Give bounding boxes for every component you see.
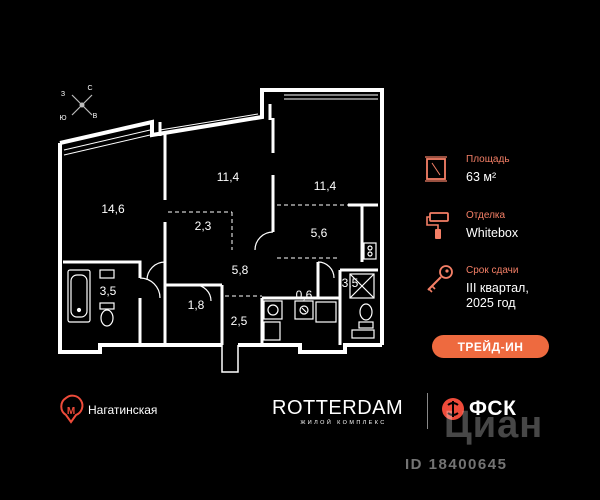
compass-south: Ю (59, 115, 66, 122)
room-area-living: 14,6 (101, 202, 125, 216)
fsk-logo: ФСК (441, 397, 516, 421)
room-area-kitchen: 5,6 (311, 226, 328, 240)
key-icon (427, 265, 453, 293)
fsk-logo-mark-icon (442, 398, 464, 420)
paint-roller-icon (426, 212, 449, 239)
finish-value: Whitebox (466, 226, 519, 240)
window-rails (63, 94, 378, 156)
deadline-line2: 2025 год (466, 296, 516, 310)
rotterdam-logo-word: ROTTERDAM (272, 397, 404, 419)
room-area-hall: 5,8 (232, 263, 249, 277)
finish-caption: Отделка (466, 210, 506, 221)
room-area-bedroom-right: 11,4 (314, 179, 337, 193)
bath-fixtures (67, 242, 377, 341)
fsk-logo-text: ФСК (469, 397, 517, 420)
room-area-bedroom-middle: 11,4 (217, 170, 240, 184)
compass: С З Ю В (59, 85, 97, 122)
listing-id-watermark: ID 18400645 (405, 456, 508, 473)
room-area-storage: 1,8 (188, 298, 205, 312)
area-icon (425, 156, 447, 182)
area-value: 63 м² (466, 170, 497, 184)
room-area-bathroom-right: 3,5 (342, 276, 359, 290)
deadline-caption: Срок сдачи (466, 265, 519, 276)
rotterdam-logo-subtitle: ЖИЛОЙ КОМПЛЕКС (300, 420, 387, 426)
logo-divider (427, 393, 428, 429)
compass-north: С (87, 85, 92, 92)
zone-dashes (168, 204, 348, 297)
compass-west: З (61, 91, 65, 98)
room-area-laundry: 0,6 (296, 288, 313, 302)
rotterdam-logo: ROTTERDAM ЖИЛОЙ КОМПЛЕКС (272, 398, 415, 426)
compass-east: В (93, 113, 98, 120)
trade-in-button[interactable]: ТРЕЙД-ИН (432, 335, 549, 358)
room-area-entry: 2,5 (231, 314, 248, 328)
metro-icon: M (60, 394, 84, 424)
metro-station-name: Нагатинская (88, 403, 158, 417)
area-caption: Площадь (466, 154, 510, 165)
deadline-line1: III квартал, (466, 281, 529, 295)
room-area-bathroom-left: 3,5 (100, 284, 117, 298)
door-swings (139, 231, 335, 373)
cian-watermark: Циан (444, 404, 544, 446)
room-area-wardrobe: 2,3 (195, 219, 212, 233)
svg-text:M: M (67, 406, 75, 417)
room-labels: 14,6 11,4 11,4 2,3 5,6 5,8 3,5 3,5 1,8 0… (100, 170, 359, 328)
